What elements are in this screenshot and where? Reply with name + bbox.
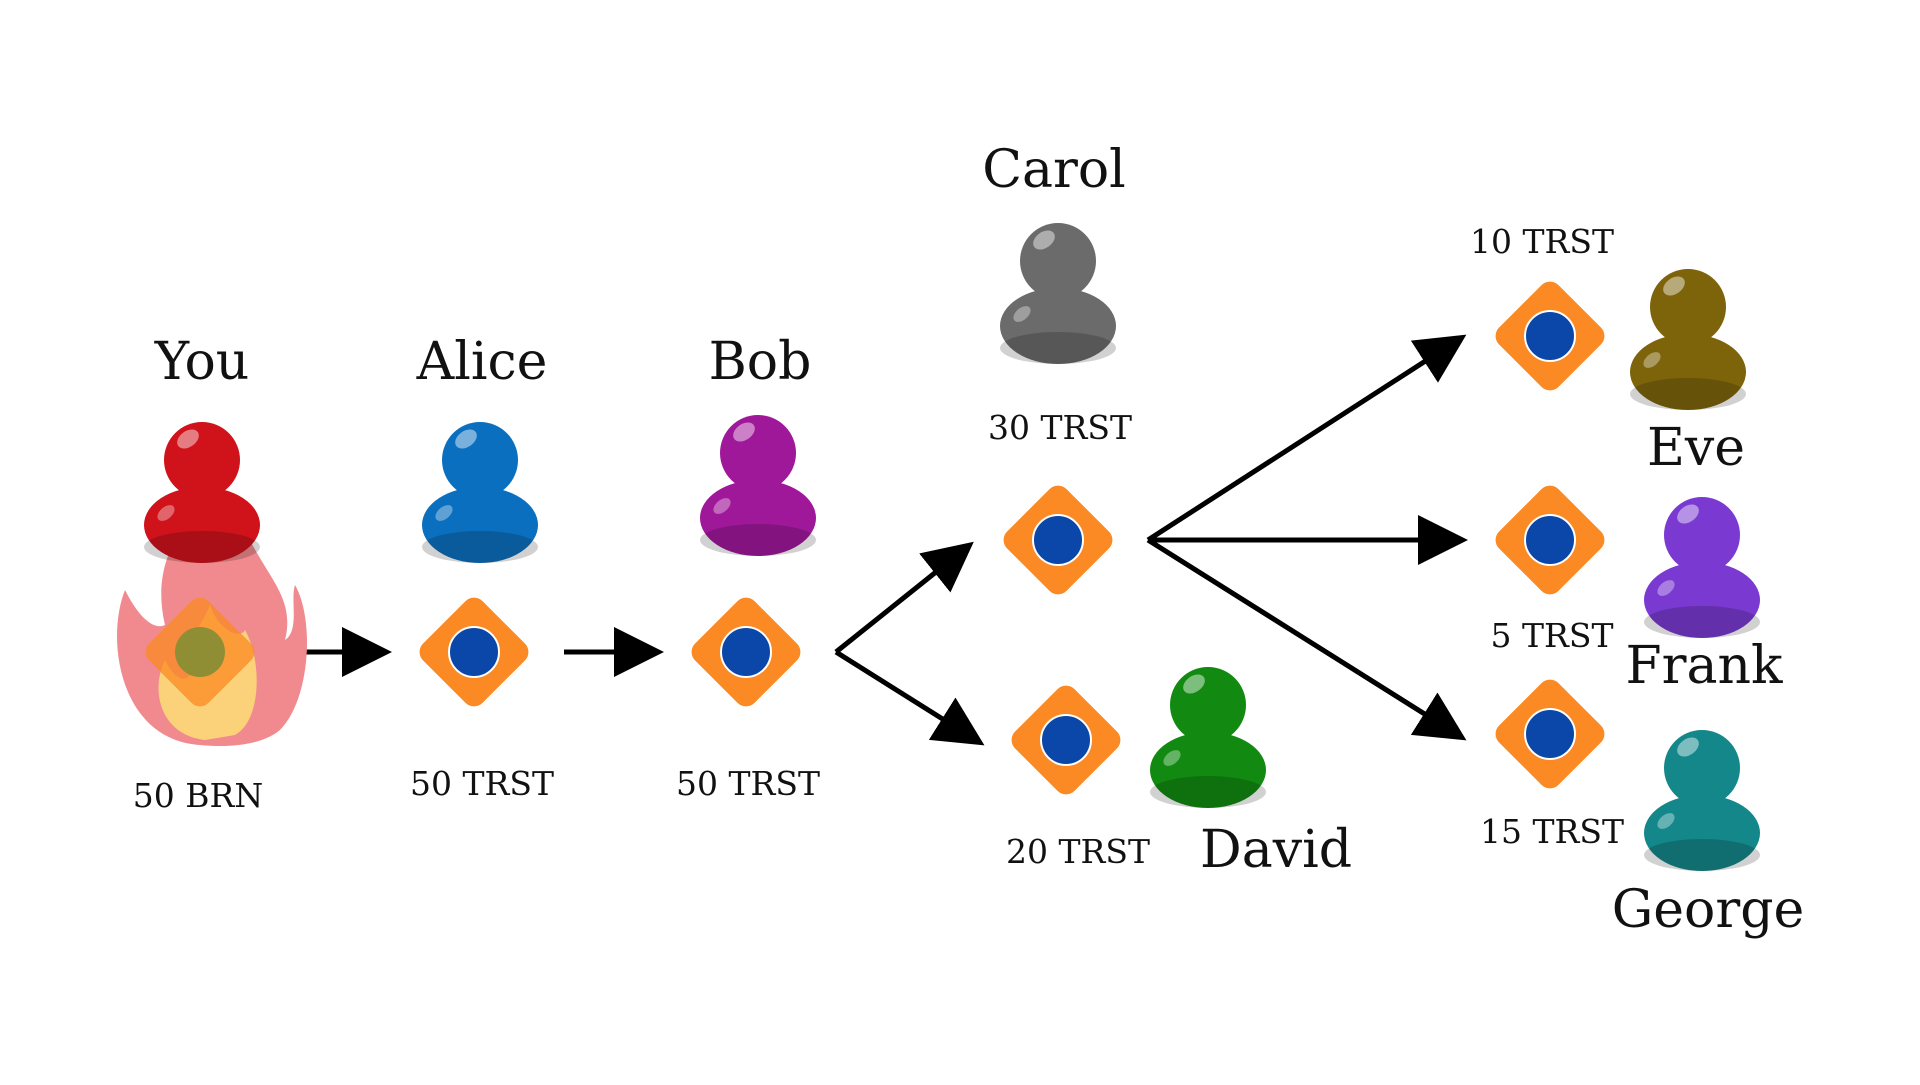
amount-carol: 30 TRST (988, 408, 1132, 447)
arrows (290, 334, 1468, 746)
arrow-carol-to-george (1146, 537, 1467, 741)
amount-eve: 10 TRST (1470, 222, 1614, 261)
token-george (1490, 674, 1610, 794)
arrow-bob-to-carol (834, 541, 974, 654)
token-frank (1490, 480, 1610, 600)
token-david (1006, 680, 1126, 800)
amount-frank: 5 TRST (1490, 616, 1614, 655)
amount-alice: 50 TRST (410, 764, 554, 803)
amount-david: 20 TRST (1006, 832, 1150, 871)
you-burn-token (117, 500, 307, 747)
arrow-carol-to-eve (1146, 334, 1467, 543)
amount-bob: 50 TRST (676, 764, 820, 803)
token-alice (414, 592, 534, 712)
person-bob-icon (700, 415, 816, 556)
person-george-icon (1644, 730, 1760, 871)
amount-you: 50 BRN (132, 776, 264, 815)
person-frank-icon (1644, 497, 1760, 638)
name-david: David (1200, 820, 1352, 880)
name-eve: Eve (1646, 418, 1746, 478)
name-frank: Frank (1625, 636, 1783, 696)
person-carol-icon (1000, 223, 1116, 364)
amount-george: 15 TRST (1480, 812, 1624, 851)
name-you: You (154, 332, 250, 392)
name-carol: Carol (982, 140, 1126, 200)
name-alice: Alice (416, 332, 548, 392)
person-alice-icon (422, 422, 538, 563)
token-eve (1490, 276, 1610, 396)
name-bob: Bob (708, 332, 812, 392)
token-carol (998, 480, 1118, 600)
person-david-icon (1150, 667, 1266, 808)
tokens (414, 276, 1610, 800)
person-eve-icon (1630, 269, 1746, 410)
arrow-bob-to-david (834, 649, 985, 746)
token-bob (686, 592, 806, 712)
person-you-icon (144, 422, 260, 563)
name-george: George (1611, 880, 1805, 940)
